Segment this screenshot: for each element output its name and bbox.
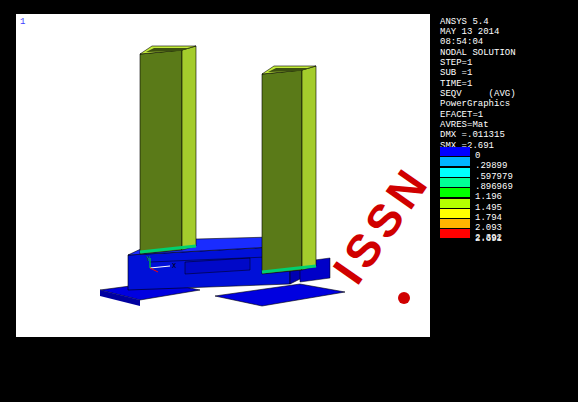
- status-text: TIME=1: [440, 79, 472, 89]
- status-text: EFACET=1: [440, 110, 483, 120]
- status-text: 08:54:04: [440, 37, 483, 47]
- legend-value: 2.093: [475, 223, 502, 233]
- status-text: STEP=1: [440, 58, 472, 68]
- status-text: AVRES=Mat: [440, 120, 489, 130]
- legend-swatch: [440, 199, 470, 208]
- status-text: SUB =1: [440, 68, 472, 78]
- status-text: MAY 13 2014: [440, 27, 499, 37]
- legend-swatch: [440, 157, 470, 166]
- axis-triad: [150, 258, 170, 272]
- legend-value: 0: [475, 151, 480, 161]
- legend-swatch: [440, 188, 470, 197]
- legend-value: 1.196: [475, 192, 502, 202]
- legend-swatch: [440, 178, 470, 187]
- viewport: [16, 14, 430, 337]
- legend-swatch: [440, 147, 470, 156]
- left-column: [140, 46, 196, 254]
- legend-swatch: [440, 219, 470, 228]
- legend-swatch: [440, 168, 470, 177]
- legend-swatch: [440, 229, 470, 238]
- right-column: [262, 66, 316, 274]
- legend-value: .896969: [475, 182, 513, 192]
- legend-value: 2.392: [475, 233, 502, 243]
- status-text: SEQV (AVG): [440, 89, 516, 99]
- watermark-dot: [398, 292, 410, 304]
- legend-value: .29899: [475, 161, 507, 171]
- legend-value: 1.495: [475, 203, 502, 213]
- axis-label: X: [172, 262, 176, 270]
- status-text: ANSYS 5.4: [440, 17, 489, 27]
- status-text: NODAL SOLUTION: [440, 48, 516, 58]
- legend-value: .597979: [475, 172, 513, 182]
- legend-swatch: [440, 209, 470, 218]
- window-number: 1: [20, 17, 25, 27]
- legend-value: 1.794: [475, 213, 502, 223]
- axis-label: Y: [146, 255, 150, 263]
- status-text: DMX =.011315: [440, 130, 505, 140]
- status-text: PowerGraphics: [440, 99, 510, 109]
